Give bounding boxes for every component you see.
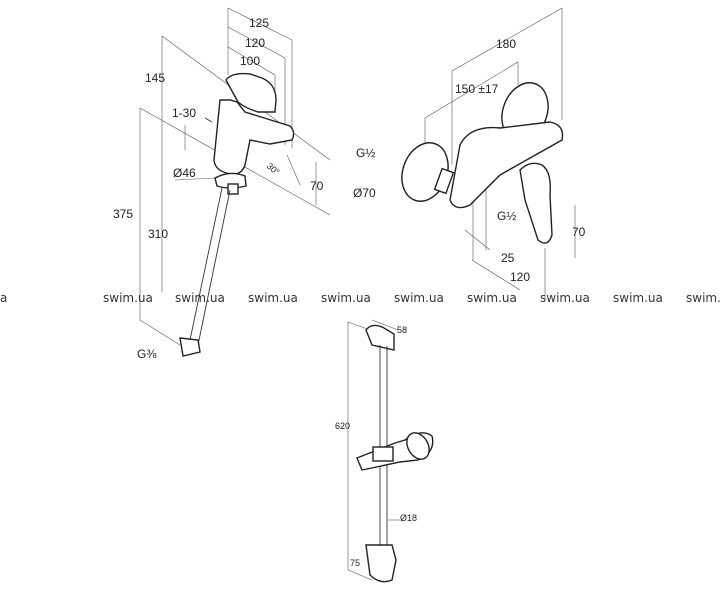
shower-rail-dimensions: 58 620 Ø18 75 (335, 325, 417, 568)
dim-g38: G⅜ (137, 347, 157, 361)
dim-70-basin: 70 (310, 179, 324, 193)
dim-150: 150 ±17 (455, 82, 499, 96)
dim-120-shower: 120 (510, 270, 530, 284)
dim-g12-left: G½ (356, 146, 375, 160)
dim-120: 120 (245, 36, 265, 50)
watermark: swim.ua (248, 291, 298, 305)
shower-mixer-drawing (401, 7, 576, 300)
watermark: a (0, 291, 7, 305)
watermark: swim.ua (175, 291, 225, 305)
dim-145: 145 (145, 71, 165, 85)
basin-mixer-drawing (139, 7, 331, 357)
dim-diameter-46: Ø46 (173, 166, 196, 180)
dim-g12-center: G½ (497, 209, 516, 223)
dim-1-30: 1-30 (172, 106, 196, 120)
dim-375: 375 (113, 207, 133, 221)
dim-30-degrees: 30° (265, 161, 282, 178)
watermark: swim.ua (540, 291, 590, 305)
dim-310: 310 (148, 227, 168, 241)
watermark: swim.ua (467, 291, 517, 305)
basin-mixer-dimensions: 125 120 100 145 1-30 30° Ø46 70 375 310 … (113, 16, 324, 361)
watermark-row: a swim.ua swim.ua swim.ua swim.ua swim.u… (0, 291, 720, 305)
shower-mixer-dimensions: 180 150 ±17 G½ Ø70 G½ 70 25 120 (353, 37, 586, 284)
dim-75: 75 (350, 558, 360, 568)
dim-25: 25 (501, 251, 515, 265)
dim-180: 180 (496, 37, 516, 51)
dim-125: 125 (249, 16, 269, 30)
shower-rail-drawing (347, 319, 434, 583)
watermark: swim. (686, 291, 720, 305)
dim-58: 58 (397, 325, 407, 335)
dim-diameter-70: Ø70 (353, 186, 376, 200)
dim-100: 100 (240, 54, 260, 68)
watermark: swim.ua (613, 291, 663, 305)
dim-70-shower: 70 (572, 225, 586, 239)
watermark: swim.ua (103, 291, 153, 305)
dim-diameter-18: Ø18 (400, 513, 417, 523)
dim-620: 620 (335, 421, 350, 431)
watermark: swim.ua (321, 291, 371, 305)
watermark: swim.ua (394, 291, 444, 305)
